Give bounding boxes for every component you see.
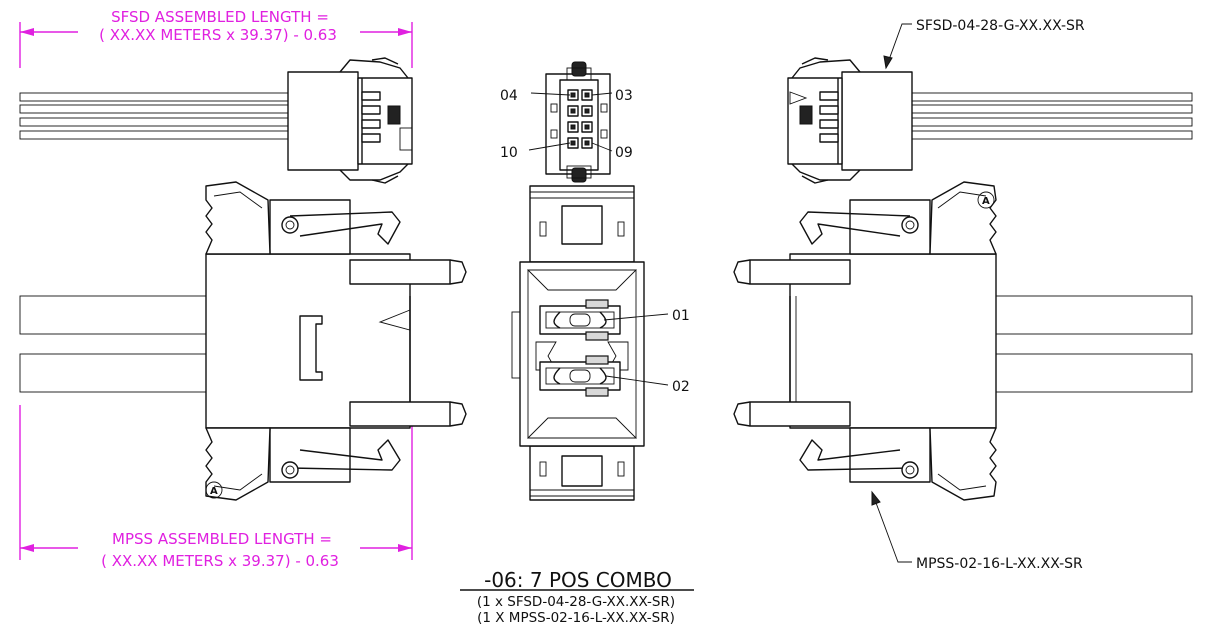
pin-label-10: 10	[500, 145, 518, 161]
pin-label-04: 04	[500, 88, 518, 104]
sfsd-length-formula: ( XX.XX METERS x 39.37) - 0.63	[99, 26, 337, 44]
title-line-2: (1 X MPSS-02-16-L-XX.XX-SR)	[477, 610, 675, 626]
pin-label-02: 02	[672, 379, 690, 395]
latch-mark-a-left: A	[210, 486, 218, 497]
sfsd-side-view-right: SFSD-04-28-G-XX.XX-SR	[787, 18, 1193, 184]
mpss-top-view-right: A MPSS-02-16-L-XX.XX-SR	[733, 181, 1193, 572]
pin-label-03: 03	[615, 88, 633, 104]
sfsd-part-number: SFSD-04-28-G-XX.XX-SR	[916, 18, 1085, 34]
mpss-face-view: 01 02	[511, 185, 690, 501]
title-line-1: (1 x SFSD-04-28-G-XX.XX-SR)	[477, 594, 675, 610]
sfsd-dimension: SFSD ASSEMBLED LENGTH = ( XX.XX METERS x…	[19, 8, 413, 68]
pin-label-01: 01	[672, 308, 690, 324]
pin-label-09: 09	[615, 145, 633, 161]
mpss-length-label: MPSS ASSEMBLED LENGTH =	[112, 530, 332, 548]
latch-mark-a-right: A	[982, 196, 990, 207]
assembly-title: -06: 7 POS COMBO (1 x SFSD-04-28-G-XX.XX…	[460, 568, 694, 626]
mpss-top-view-left: A	[19, 181, 467, 501]
mpss-part-number: MPSS-02-16-L-XX.XX-SR	[916, 556, 1083, 572]
sfsd-length-label: SFSD ASSEMBLED LENGTH =	[111, 8, 329, 26]
mpss-dimension: MPSS ASSEMBLED LENGTH = ( XX.XX METERS x…	[19, 405, 413, 570]
sfsd-face-view: 04 03 10 09	[500, 61, 633, 183]
title-main: -06: 7 POS COMBO	[484, 568, 672, 592]
sfsd-side-view-left	[19, 57, 413, 184]
mpss-length-formula: ( XX.XX METERS x 39.37) - 0.63	[101, 552, 339, 570]
